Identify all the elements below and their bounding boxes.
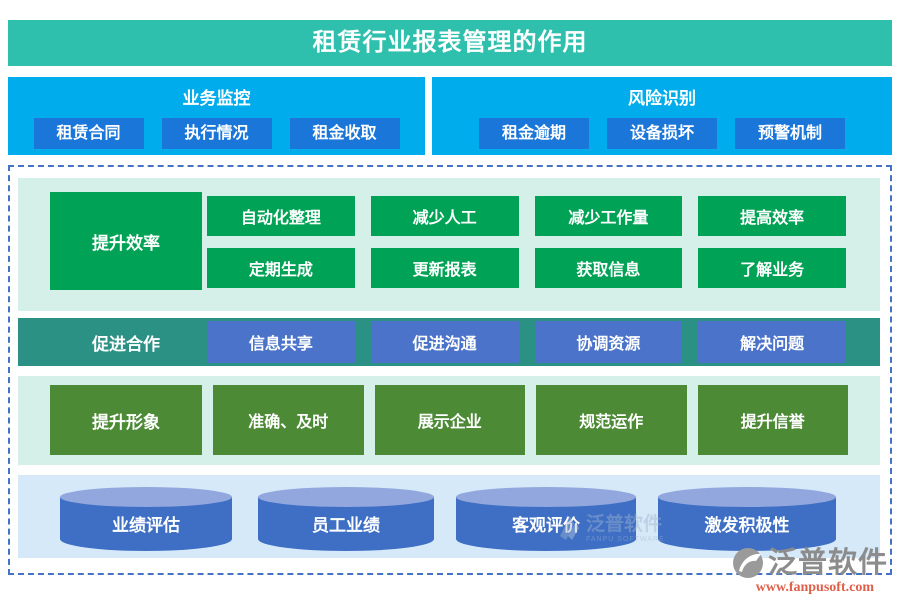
cylinder-label: 员工业绩 [312,516,380,535]
tag-obtain-information: 获取信息 [534,248,683,288]
tag-update-reports: 更新报表 [370,248,519,288]
risk-identification-buttons: 租金逾期 设备损坏 预警机制 [432,118,892,149]
tag-solve-problems: 解决问题 [698,321,846,363]
label-improve-image: 提升形象 [50,385,202,455]
cylinder-label: 客观评价 [512,516,580,535]
tag-reduce-workload: 减少工作量 [534,196,683,236]
tag-information-sharing: 信息共享 [207,321,355,363]
cylinder-top [456,487,636,507]
panel-business-monitor: 业务监控 租赁合同 执行情况 租金收取 [8,77,425,155]
cylinder-performance-evaluation: 业绩评估 [60,487,232,551]
cylinder-label: 业绩评估 [112,516,180,535]
tag-equipment-damage: 设备损坏 [607,118,717,149]
tag-showcase-enterprise: 展示企业 [374,385,525,455]
label-improve-efficiency: 提升效率 [50,192,202,290]
tag-lease-contract: 租赁合同 [33,118,144,149]
row-improve-efficiency: 提升效率 自动化整理 减少人工 减少工作量 提高效率 定期生成 更新报表 获取信… [18,178,880,311]
efficiency-items-grid: 自动化整理 减少人工 减少工作量 提高效率 定期生成 更新报表 获取信息 了解业… [207,196,846,288]
footer-brand-text: 泛普软件 [767,547,888,579]
tag-rent-collection: 租金收取 [289,118,400,149]
tag-understand-business: 了解业务 [698,248,846,288]
row-promote-cooperation: 促进合作 信息共享 促进沟通 协调资源 解决问题 [18,318,880,366]
panel-risk-identification: 风险识别 租金逾期 设备损坏 预警机制 [432,77,892,155]
fanpu-logo-icon [732,548,763,578]
image-items-grid: 准确、及时 展示企业 规范运作 提升信誉 [213,385,848,455]
cylinder-objective-evaluation: 客观评价 [456,487,636,551]
row-improve-image: 提升形象 准确、及时 展示企业 规范运作 提升信誉 [18,376,880,465]
footer-logo: 泛普软件 www.fanpusoft.com [732,547,888,596]
tag-standardized-operation: 规范运作 [536,385,687,455]
tag-reduce-labor: 减少人工 [370,196,519,236]
page-title: 租赁行业报表管理的作用 [8,20,892,66]
cylinder-top [258,487,434,507]
footer-url: www.fanpusoft.com [755,580,874,595]
business-monitor-buttons: 租赁合同 执行情况 租金收取 [8,118,425,149]
tag-enhance-reputation: 提升信誉 [697,385,848,455]
tag-coordinate-resources: 协调资源 [534,321,683,363]
cylinder-top [658,487,836,507]
cylinder-label: 激发积极性 [704,516,790,535]
cooperation-items-grid: 信息共享 促进沟通 协调资源 解决问题 [207,321,846,363]
cylinder-top [60,487,232,507]
tag-warning-mechanism: 预警机制 [735,118,845,149]
panel-header-risk-identification: 风险识别 [628,89,696,108]
tag-periodic-generation: 定期生成 [207,248,355,288]
row-performance-evaluation: 业绩评估 员工业绩 客观评价 激发积极性 [18,475,880,558]
tag-increase-efficiency: 提高效率 [698,196,846,236]
panel-header-business-monitor: 业务监控 [182,89,251,108]
cylinder-motivate-enthusiasm: 激发积极性 [658,487,836,551]
tag-rent-overdue: 租金逾期 [479,118,589,149]
cylinder-employee-performance: 员工业绩 [258,487,434,551]
tag-accurate-timely: 准确、及时 [213,385,364,455]
tag-promote-communication: 促进沟通 [370,321,519,363]
label-promote-cooperation: 促进合作 [92,334,160,354]
tag-automated-organizing: 自动化整理 [207,196,355,236]
tag-execution-status: 执行情况 [161,118,272,149]
